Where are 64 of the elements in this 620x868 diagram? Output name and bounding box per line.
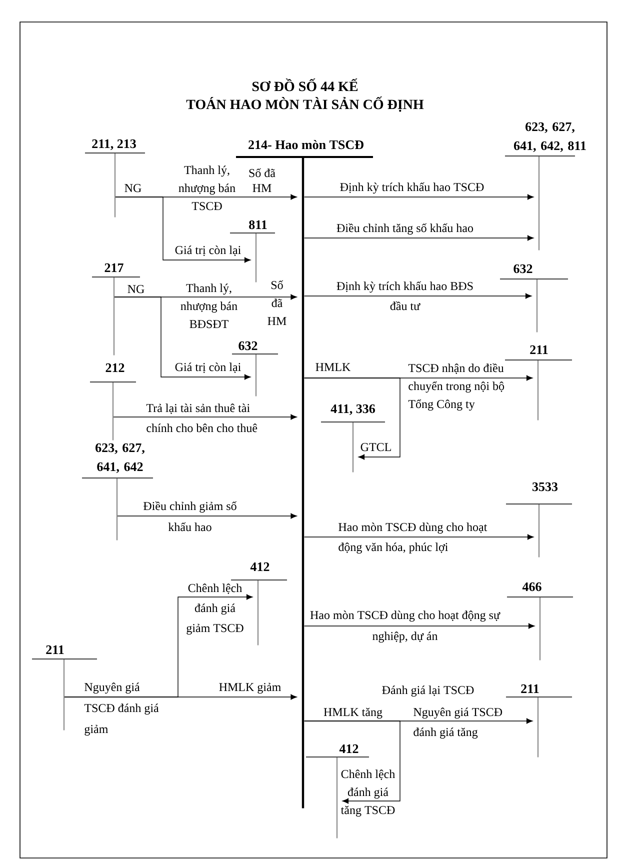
arrow xyxy=(304,235,534,241)
arrow xyxy=(304,293,532,299)
arrow xyxy=(304,720,400,804)
line-label: Số đã HM xyxy=(268,280,286,325)
account-line xyxy=(538,504,540,558)
account-heading: 632 xyxy=(232,341,278,354)
arrow xyxy=(304,194,534,200)
line-label: HMLK tăng xyxy=(324,708,382,719)
line-label: Giá trị còn lại xyxy=(175,246,241,256)
account-heading: 466 xyxy=(506,582,574,598)
line-label: Điều chỉnh giảm số khấu hao xyxy=(144,501,237,532)
account-heading: 211 xyxy=(506,684,572,698)
arrow xyxy=(304,378,400,460)
line-label: Trả lại tài sản thuê tài chính cho bên cho thuê xyxy=(146,404,258,432)
account-heading: 211, 213 xyxy=(84,139,146,154)
account-heading: 217 xyxy=(92,263,140,278)
line-label: Nguyên giá TSCĐ đánh giá tăng xyxy=(414,708,502,739)
line-label: Định kỳ trích khấu hao BĐS đầu tư xyxy=(336,281,473,310)
arrow xyxy=(115,196,251,263)
arrow xyxy=(114,296,251,380)
account-line xyxy=(536,279,538,332)
account-heading: 811 xyxy=(230,220,276,234)
account-heading: 412 xyxy=(230,562,288,580)
arrow xyxy=(113,414,297,420)
line-label: Giá trị còn lại xyxy=(175,362,241,373)
line-label: HMLK xyxy=(316,363,351,371)
arrow xyxy=(64,594,253,698)
account-heading: 3533 xyxy=(506,482,572,504)
account-heading: 623, 627, 641, 642, 811 xyxy=(504,122,586,156)
arrow xyxy=(304,623,535,629)
account-heading: 211 xyxy=(504,345,572,360)
account-line xyxy=(116,478,118,540)
line-label: TSCĐ nhận do điều chuyển trong nội bộ Tổng Công ty xyxy=(408,363,504,411)
account-heading: 623, 627, 641, 642 xyxy=(82,443,154,478)
account-heading: 212 xyxy=(90,363,136,382)
line-label: NG xyxy=(128,285,144,294)
line-label: Chênh lệch đánh giá tăng TSCĐ xyxy=(340,770,395,817)
line-label: Nguyên giá TSCĐ đánh giá giảm xyxy=(84,682,159,736)
account-line xyxy=(114,153,116,218)
line-label: GTCL xyxy=(360,443,391,452)
account-heading: 632 xyxy=(500,264,568,280)
account-line xyxy=(302,157,304,808)
account-heading: 214- Hao mòn TSCĐ xyxy=(236,140,373,158)
arrow xyxy=(117,513,297,519)
line-label: Số đã HM xyxy=(249,168,276,192)
account-heading: 411, 336 xyxy=(320,404,386,422)
account-line xyxy=(336,757,338,838)
account-heading: 211 xyxy=(32,645,98,660)
line-label: Định kỳ trích khấu hao TSCĐ xyxy=(340,182,484,194)
title: SƠ ĐỒ SỐ 44 KẾ TOÁN HAO MÒN TÀI SẢN CỐ ĐỊNH xyxy=(186,78,424,112)
line-label: Chênh lệch đánh giá giảm TSCĐ xyxy=(186,584,244,635)
line-label: Đánh giá lại TSCĐ xyxy=(382,686,474,697)
line-label: Thanh lý, nhượng bán BĐSĐT xyxy=(180,284,238,328)
line-label: Hao mòn TSCĐ dùng cho hoạt động văn hóa, phúc lợi xyxy=(338,522,488,554)
account-heading: 412 xyxy=(306,744,370,758)
arrow xyxy=(304,534,534,540)
line-label: Điều chỉnh tăng số khấu hao xyxy=(336,223,474,235)
account-line xyxy=(538,156,540,250)
account-line xyxy=(352,422,354,472)
line-label: Hao mòn TSCĐ dùng cho hoạt động sự nghiệp, dự án xyxy=(310,610,500,643)
line-label: Thanh lý, nhượng bán TSCĐ xyxy=(178,166,236,210)
line-label: NG xyxy=(124,184,142,192)
account-line xyxy=(112,382,114,440)
line-label: HMLK giảm xyxy=(219,682,281,694)
